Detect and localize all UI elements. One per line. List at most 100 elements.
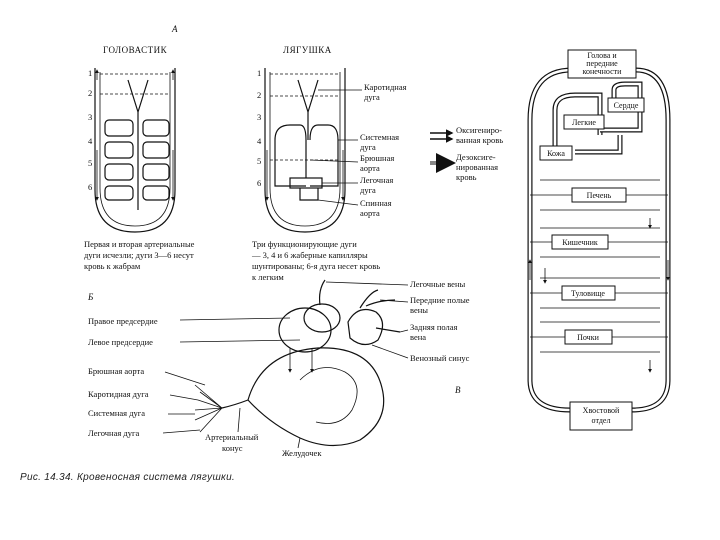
frog-arch-number-6: 6 xyxy=(257,178,261,188)
label-posterior-vena-cava-2: вена xyxy=(410,332,426,342)
box-liver xyxy=(571,187,627,203)
pulmonary-arch-leader xyxy=(162,429,201,434)
left-atrium-shape xyxy=(303,303,341,333)
panel-a-letter: А xyxy=(171,24,178,34)
label-systemic-arch: Системная дуга xyxy=(88,408,145,418)
panel-c-letter: В xyxy=(455,385,461,395)
label-anterior-vena-cava-2: вены xyxy=(410,305,428,315)
box-skin-label: Кожа xyxy=(547,149,565,158)
tadpole-arch-number-1: 1 xyxy=(88,68,92,78)
frog-label-systemic-1: Системная xyxy=(360,132,399,142)
frog-label-aorta-2: аорта xyxy=(360,163,380,173)
panel-c: В Голова и передние конечности Легкие Се… xyxy=(455,49,671,431)
tadpole-caption-line-1: Первая и вторая артериальные xyxy=(84,239,195,249)
frog-caption-line-2: — 3, 4 и 6 жаберные капилляры xyxy=(251,250,368,260)
box-head-label-1: Голова и xyxy=(587,51,617,60)
ventricle-inner-line xyxy=(299,367,358,424)
legend-deoxygenated-1: Дезоксиге- xyxy=(456,152,496,162)
tadpole-caption-line-2: дуги исчезли; дуги 3—6 несут xyxy=(84,250,194,260)
frog-arch-number-3: 3 xyxy=(257,112,261,122)
tadpole-arch-6-left xyxy=(104,185,134,201)
frog-title: ЛЯГУШКА xyxy=(283,45,332,55)
tadpole-carotids xyxy=(127,79,149,113)
tadpole-arch-6-right xyxy=(142,185,170,201)
label-ventricle: Желудочек xyxy=(282,448,322,458)
ventral-aorta-leader xyxy=(164,371,206,386)
box-head-label-3: конечности xyxy=(583,67,623,76)
legend-deoxygenated-3: кровь xyxy=(456,172,477,182)
figure-caption: Рис. 14.34. Кровеносная система лягушки. xyxy=(20,472,236,483)
label-conus-1: Артериальный xyxy=(205,432,259,442)
frog-label-carotid-2: дуга xyxy=(364,92,380,102)
skin-loop xyxy=(575,135,623,155)
frog-arch-number-4: 4 xyxy=(257,136,262,146)
box-heart xyxy=(607,97,645,113)
ring-right-vessel xyxy=(631,67,671,413)
frog-systemic-arches xyxy=(274,124,339,178)
frog-arch-number-1: 1 xyxy=(257,68,261,78)
blood-legend: Оксигениро- ванная кровь Дезоксиге- ниро… xyxy=(430,125,503,182)
posterior-vena-cava-leader xyxy=(399,329,409,333)
frog-systemic-loop xyxy=(274,140,339,187)
tadpole-caption-line-3: кровь к жабрам xyxy=(84,261,141,271)
label-left-atrium: Левое предсердие xyxy=(88,337,153,347)
box-kidneys-label: Почки xyxy=(577,333,599,342)
legend-deoxygenated-2: нированная xyxy=(456,162,498,172)
carotid-leader xyxy=(169,394,199,401)
frog-dorsal-aorta xyxy=(299,188,319,201)
pulmonary-veins-leader xyxy=(325,281,409,286)
tadpole-arch-5-left xyxy=(104,163,134,181)
label-anterior-vena-cava-1: Передние полые xyxy=(410,295,470,305)
label-right-atrium: Правое предсердие xyxy=(88,316,158,326)
pulmonary-vein-shape xyxy=(318,279,326,306)
conus-shape xyxy=(221,399,249,409)
frog-arch-diagram: ЛЯГУШКА 1 2 3 4 5 6 xyxy=(251,45,407,282)
label-ventral-aorta: Брюшная аорта xyxy=(88,366,144,376)
tadpole-arch-3-right xyxy=(142,119,170,137)
label-conus-2: конус xyxy=(222,443,243,453)
frog-label-carotid-1: Каротидная xyxy=(364,82,407,92)
frog-spinal-leader xyxy=(317,199,359,206)
box-tail xyxy=(569,401,633,431)
box-tail-label-2: отдел xyxy=(592,416,611,425)
frog-caption-line-1: Три функционирующие дуги xyxy=(252,239,357,249)
label-carotid-arch: Каротидная дуга xyxy=(88,389,149,399)
frog-arch-number-2: 2 xyxy=(257,90,261,100)
label-posterior-vena-cava-1: Задняя полая xyxy=(410,322,458,332)
frog-label-systemic-2: дуга xyxy=(360,142,376,152)
box-trunk xyxy=(561,285,616,301)
box-heart-label: Сердце xyxy=(614,101,639,110)
capillary-lines xyxy=(540,179,660,353)
frog-label-pulmonary-2: дуга xyxy=(360,185,376,195)
tadpole-outline xyxy=(94,68,176,233)
frog-aorta-leader xyxy=(309,159,359,163)
aortic-branches xyxy=(194,384,223,433)
frog-arch-number-5: 5 xyxy=(257,156,261,166)
frog-inner-outline xyxy=(269,72,341,227)
tadpole-arch-number-3: 3 xyxy=(88,112,92,122)
sinus-venosus-shape xyxy=(347,309,384,346)
label-sinus-venosus: Венозный синус xyxy=(410,353,470,363)
tadpole-arch-number-5: 5 xyxy=(88,158,92,168)
tadpole-arch-number-6: 6 xyxy=(88,182,92,192)
box-kidneys xyxy=(564,329,613,345)
sinus-leader xyxy=(371,344,409,359)
box-lungs-label: Легкие xyxy=(572,118,596,127)
tadpole-arch-4-left xyxy=(104,141,134,159)
tadpole-arch-5-right xyxy=(142,163,170,181)
posterior-vena-cava-shape xyxy=(375,327,401,333)
frog-label-pulmonary-1: Легочная xyxy=(360,175,393,185)
anterior-vena-cava-shape xyxy=(359,289,396,309)
box-intestine xyxy=(551,234,609,250)
tadpole-arch-4-right xyxy=(142,141,170,159)
box-trunk-label: Туловище xyxy=(571,289,605,298)
box-tail-label-1: Хвостовой xyxy=(583,406,620,415)
label-pulmonary-arch: Легочная дуга xyxy=(88,428,139,438)
conus-leader xyxy=(237,407,241,433)
frog-outline xyxy=(264,68,346,233)
tadpole-diagram: ГОЛОВАСТИК 1 xyxy=(84,45,195,271)
frog-label-spinal-2: аорта xyxy=(360,208,380,218)
tadpole-arch-number-2: 2 xyxy=(88,88,92,98)
label-pulmonary-veins: Легочные вены xyxy=(410,279,466,289)
